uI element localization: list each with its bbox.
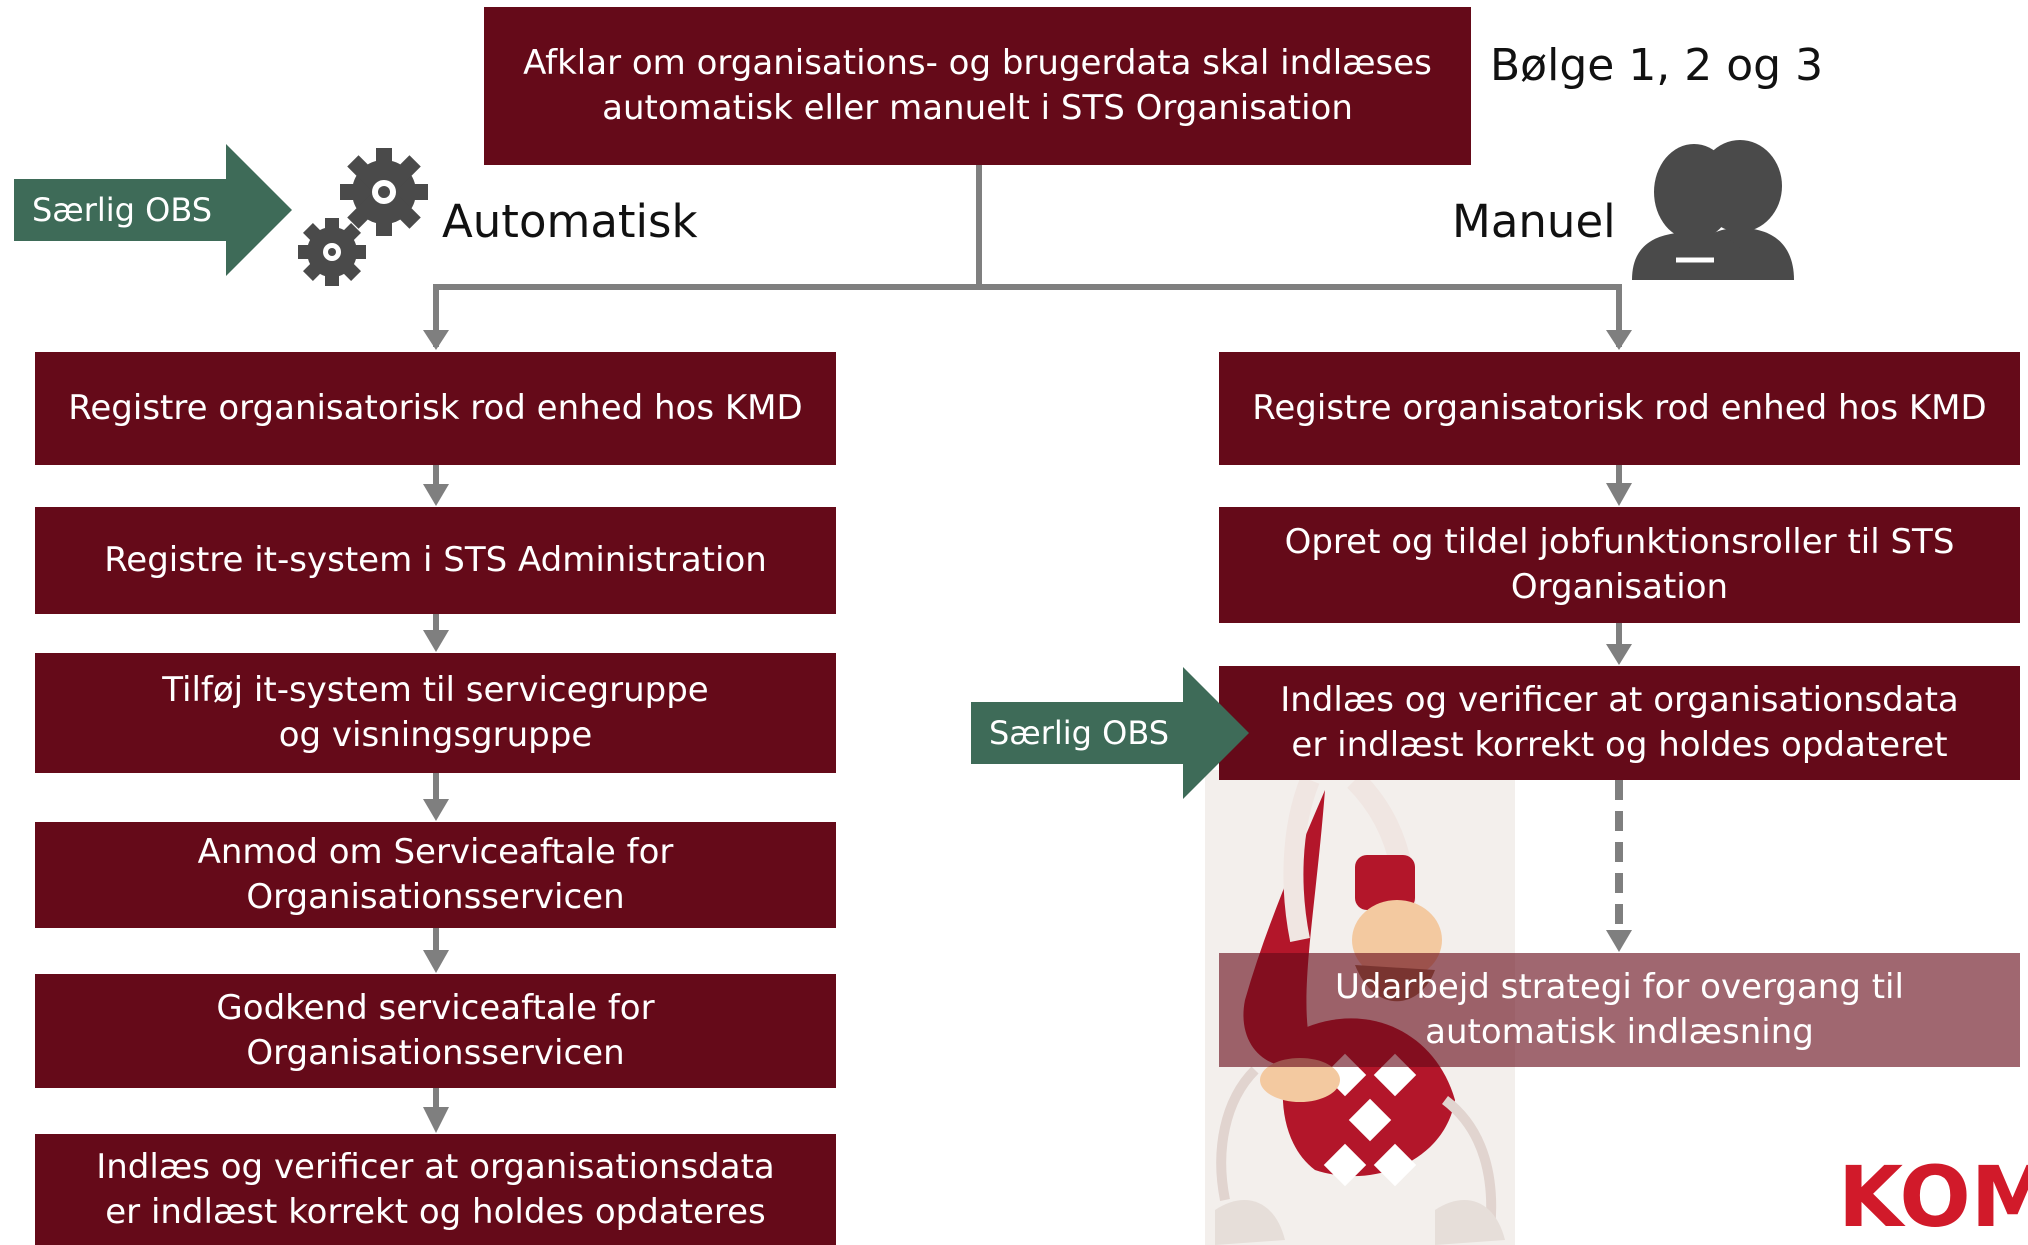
left-step-3: Tilføj it-system til servicegruppe og vi…	[35, 653, 836, 773]
kombit-logo: KOMBIT	[1838, 1150, 2028, 1245]
gears-icon	[298, 148, 428, 286]
left-step-2: Registre it-system i STS Administration	[35, 507, 836, 614]
obs-label-right: Særlig OBS	[988, 714, 1170, 752]
decision-box: Afklar om organisations- og brugerdata s…	[484, 7, 1471, 165]
right-step-4: Udarbejd strategi for overgang til autom…	[1219, 953, 2020, 1067]
waves-label: Bølge 1, 2 og 3	[1490, 40, 1824, 91]
people-icon	[1632, 140, 1794, 280]
right-step-1: Registre organisatorisk rod enhed hos KM…	[1219, 352, 2020, 465]
left-step-6: Indlæs og verificer at organisationsdata…	[35, 1134, 836, 1245]
automatic-title: Automatisk	[442, 195, 698, 248]
manual-title: Manuel	[1452, 195, 1616, 248]
left-step-4: Anmod om Serviceaftale for Organisations…	[35, 822, 836, 928]
obs-arrow-left: Særlig OBS	[14, 144, 292, 276]
left-step-5: Godkend serviceaftale for Organisationss…	[35, 974, 836, 1088]
right-step-3: Indlæs og verificer at organisationsdata…	[1219, 666, 2020, 780]
decision-text: Afklar om organisations- og brugerdata s…	[523, 43, 1432, 128]
obs-arrow-right: Særlig OBS	[971, 667, 1249, 799]
obs-label-left: Særlig OBS	[31, 191, 213, 229]
left-step-1: Registre organisatorisk rod enhed hos KM…	[35, 352, 836, 465]
right-step-2: Opret og tildel jobfunktionsroller til S…	[1219, 507, 2020, 623]
